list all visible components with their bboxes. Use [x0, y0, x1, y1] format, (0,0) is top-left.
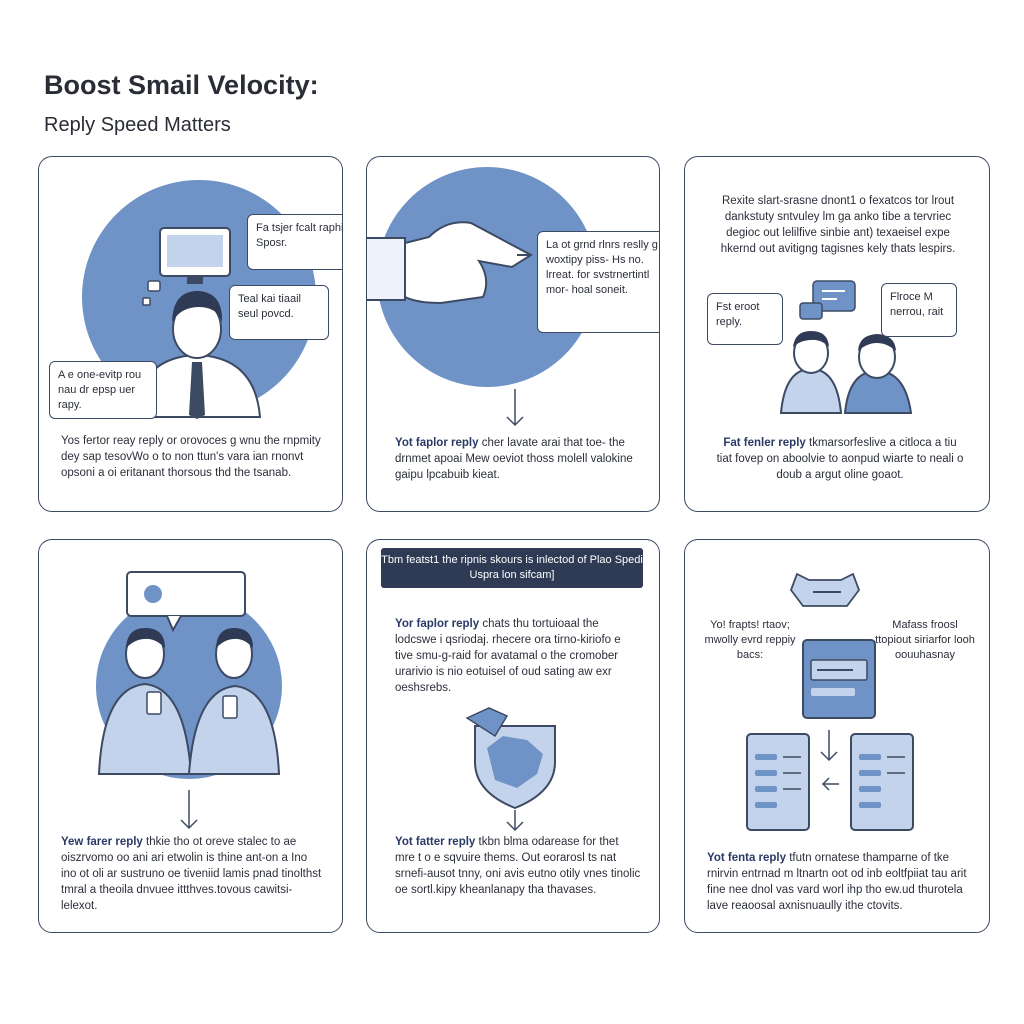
panel-2: La ot grnd rlnrs reslly g woxtipy piss- …	[366, 156, 660, 512]
panel-3-intro: Rexite slart-srasne dnont1 o fexatcos to…	[720, 195, 956, 255]
panel-5-top-body: chats thu tortuioaal the lodcswe i qsrio…	[395, 618, 621, 694]
speech-bubble-4: La ot grnd rlnrs reslly g woxtipy piss- …	[537, 231, 659, 333]
panel-6-text: Yot fenta reply tfutn ornatese thamparne…	[707, 850, 971, 914]
panel-2-body: cher lavate arai that toe- the drnmet ap…	[395, 437, 633, 481]
panel-1-text: Yos fertor reay reply or orovoces g wnu …	[61, 435, 321, 479]
panel-4-lead: Yew farer reply	[61, 836, 143, 848]
panel-5-lead: Yor faplor reply	[395, 618, 480, 630]
chat-icon	[812, 280, 856, 312]
panel-5: Tbm featst1 the ripnis skours is inlecto…	[366, 539, 660, 933]
panel-5-text: Yot fatter reply tkbn blma odarease for …	[395, 834, 641, 898]
panel-3: Rexite slart-srasne dnont1 o fexatcos to…	[684, 156, 990, 512]
page-subtitle: Reply Speed Matters	[44, 114, 231, 136]
panel-5-illustration	[465, 707, 556, 832]
person-icon	[779, 367, 843, 414]
panel-3-body: tkmarsorfeslive a citloca a tiu tiat fov…	[716, 437, 964, 481]
panel-5-banner: Tbm featst1 the ripnis skours is inlecto…	[381, 548, 643, 588]
person-icon	[97, 682, 193, 775]
speech-bubble-2: Teal kai tiaail seul povcd.	[229, 285, 329, 340]
panel-3-text: Fat fenler reply tkmarsorfeslive a citlo…	[715, 435, 965, 483]
panel-2-lead: Yot faplor reply	[395, 437, 479, 449]
panel-4-illustration	[96, 571, 282, 830]
speech-bubble-5: Fst eroot reply.	[707, 293, 783, 345]
person-icon	[187, 684, 281, 775]
phone-icon	[146, 691, 162, 715]
panel-3-illustration	[779, 280, 913, 414]
panel-4: Yew farer reply thkie tho ot oreve stale…	[38, 539, 343, 933]
panel-5-lead-2: Yot fatter reply	[395, 836, 476, 848]
panel-4-body: thkie tho ot oreve stalec to ae oiszrvom…	[61, 836, 322, 912]
speech-bubble-6: Flroce M nerrou, rait	[881, 283, 957, 337]
panel-6-lead: Yot fenta reply	[707, 852, 787, 864]
phone-icon	[222, 695, 238, 719]
chat-bubble-icon	[126, 571, 246, 617]
list-card-icon	[746, 733, 810, 831]
page-title: Boost Smail Velocity:	[44, 70, 319, 100]
panel-2-text: Yot faplor reply cher lavate arai that t…	[395, 435, 645, 483]
panel-6-left-note: Yo! frapts! rtaov; mwolly evrd reppiy ba…	[704, 619, 796, 661]
list-card-icon	[850, 733, 914, 831]
panel-6-right-note: Mafass froosl ttopiout siriarfor looh oo…	[875, 619, 975, 661]
pointing-hand-icon	[404, 221, 533, 305]
panel-1: Fa tsjer fcalt raphi Sposr. Teal kai tia…	[38, 156, 343, 512]
panel-5-top-text: Yor faplor reply chats thu tortuioaal th…	[395, 616, 641, 696]
panel-5-body: tkbn blma odarease for thet mre t o e sq…	[395, 836, 641, 896]
panel-3-lead: Fat fenler reply	[723, 437, 806, 449]
panel-4-text: Yew farer reply thkie tho ot oreve stale…	[61, 834, 323, 914]
speech-bubble-3: A e one-evitp rou nau dr epsp uer rapy.	[49, 361, 157, 419]
inbox-icon	[789, 572, 861, 607]
panel-6-body: tfutn ornatese thamparne of tke rnirvin …	[707, 852, 967, 912]
panel-6: Yo! frapts! rtaov; mwolly evrd reppiy ba…	[684, 539, 990, 933]
panel-6-illustration	[746, 572, 914, 831]
speech-bubble-1: Fa tsjer fcalt raphi Sposr.	[247, 214, 342, 270]
